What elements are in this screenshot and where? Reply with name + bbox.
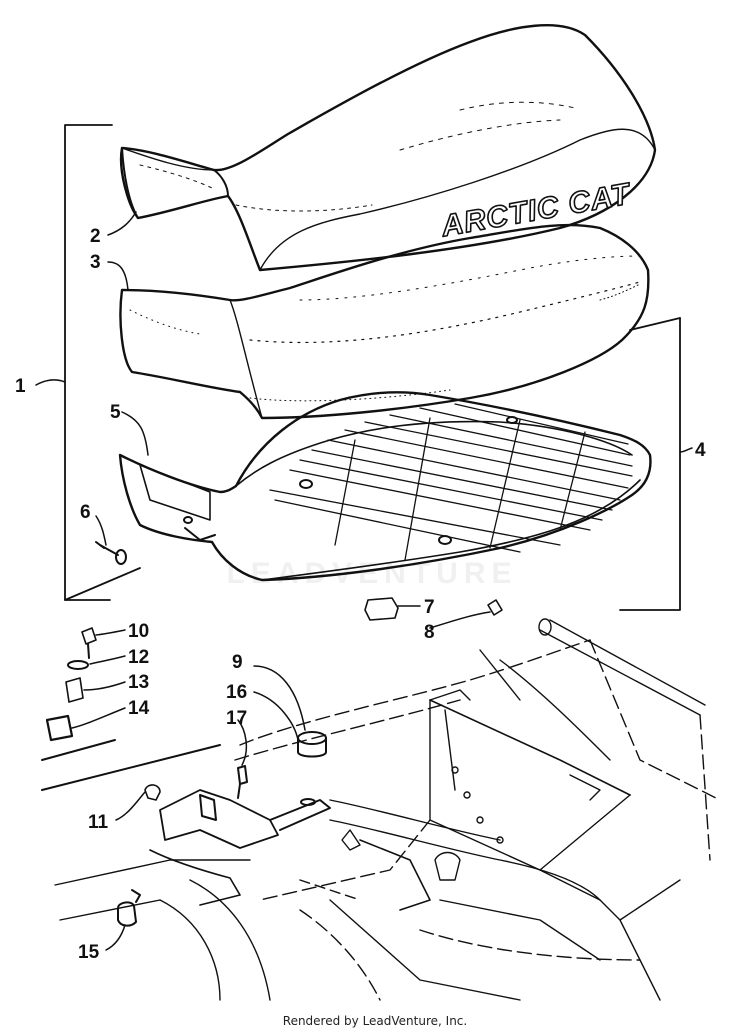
callout-17: 17 [226,708,247,729]
latch-assembly [149,765,331,906]
clip-8 [487,599,503,616]
callout-13: 13 [128,672,149,693]
callout-6: 6 [80,502,91,523]
seat-cover [119,24,657,272]
grommet-9 [297,731,327,806]
callout-9: 9 [232,652,243,673]
callout-8: 8 [424,622,435,643]
seat-foam [119,223,650,420]
hardware-stack [41,627,221,791]
pad-7 [364,597,399,621]
callout-14: 14 [128,698,150,719]
callout-12: 12 [128,647,149,668]
callouts: 1 2 3 4 5 6 7 8 9 10 11 12 13 14 15 16 1… [15,226,706,963]
callout-3: 3 [90,252,101,273]
callout-15: 15 [78,942,100,963]
push-rivet [95,541,127,565]
callout-4: 4 [695,440,706,461]
footer-credit: Rendered by LeadVenture, Inc. [282,1014,468,1028]
bumper-15 [117,889,141,927]
callout-5: 5 [110,402,121,423]
callout-7: 7 [424,597,435,618]
callout-2: 2 [90,226,101,247]
clamp-11 [144,784,161,801]
callout-11: 11 [88,812,109,833]
callout-1: 1 [15,376,26,397]
seat-base [118,391,652,582]
watermark: LEADVENTURE [226,557,517,590]
atv-frame [54,618,721,1001]
watermark-text: LEADVENTURE [226,557,517,590]
group-brackets [64,124,681,611]
leader-lines [35,211,693,951]
callout-10: 10 [128,621,149,642]
callout-16: 16 [226,682,247,703]
